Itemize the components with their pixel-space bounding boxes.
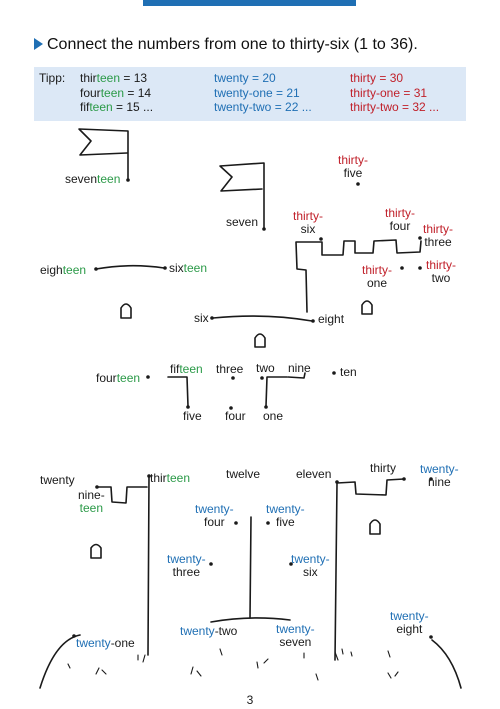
label-two: two: [256, 361, 275, 375]
lower-castle-center-post: [249, 516, 252, 619]
label-twenty-seven: twenty-seven: [276, 622, 315, 649]
tip-line: thirty-one = 31: [350, 85, 428, 100]
line-fifteen-five: [167, 376, 189, 407]
label-ten: ten: [340, 365, 357, 379]
label-twenty-nine: twenty-nine: [420, 462, 459, 489]
tip-line: fourteen = 14: [80, 85, 152, 100]
label-seventeen: seventeen: [65, 172, 121, 186]
lower-castle-base-line: [210, 617, 291, 623]
tip-label: Tipp:: [39, 71, 66, 85]
label-twelve: twelve: [226, 467, 261, 481]
label-eight: eight: [318, 312, 345, 326]
flag-left-outline: [78, 128, 129, 179]
play-triangle-icon: [34, 38, 43, 50]
tip-line: thirty = 30: [350, 71, 404, 85]
label-sixteen: sixteen: [169, 261, 208, 275]
lower-castle-left-tower: [96, 475, 150, 656]
tip-line: twenty = 20: [214, 71, 276, 85]
label-twenty-three: twenty-three: [167, 552, 206, 579]
label-thirty: thirty: [370, 461, 397, 475]
label-one: one: [263, 409, 284, 423]
hill-right: [431, 639, 462, 689]
line-nine-ten: [287, 372, 306, 379]
upper-castle-outline: [295, 239, 422, 313]
label-nineteen: nine-teen: [78, 488, 105, 515]
header-bar: [143, 0, 356, 6]
tip-line: thirty-two = 32 ...: [350, 100, 440, 114]
label-twenty-one: twenty-one: [76, 636, 135, 650]
label-eleven: eleven: [296, 467, 332, 481]
line-six-eight: [212, 315, 313, 322]
tip-column-thirties: thirty = 30 thirty-one = 31 thirty-two =…: [350, 71, 439, 115]
label-twenty-five: twenty-five: [266, 502, 305, 529]
label-thirty-one: thirty-one: [362, 263, 392, 290]
grass-tufts: [67, 648, 399, 681]
tip-line: twenty-one = 21: [214, 85, 300, 100]
label-twenty-eight: twenty-eight: [390, 609, 429, 636]
window-4: [90, 543, 102, 559]
instruction-text: Connect the numbers from one to thirty-s…: [47, 36, 418, 53]
label-twenty-six: twenty-six: [291, 552, 330, 579]
label-thirty-six: thirty-six: [293, 209, 323, 236]
window-2: [254, 333, 266, 348]
dots: [72, 178, 433, 639]
tip-column-twenties: twenty = 20 twenty-one = 21 twenty-two =…: [214, 71, 312, 115]
label-thirteen: thirteen: [150, 471, 191, 485]
label-three: three: [216, 362, 244, 376]
tip-box: Tipp: thirteen = 13 fourteen = 14 fiftee…: [34, 67, 466, 121]
tip-line: thirteen = 13: [80, 71, 148, 85]
label-thirty-four: thirty-four: [385, 206, 415, 233]
page-number: 3: [246, 693, 254, 707]
label-twenty-two: twenty-two: [180, 624, 238, 638]
tip-line: twenty-two = 22 ...: [214, 100, 312, 114]
line-one-nine: [265, 376, 288, 407]
label-twenty-four: twenty-four: [195, 502, 234, 529]
window-3: [361, 300, 373, 315]
line-eighteen-sixteen: [95, 264, 165, 270]
tip-line: fifteen = 15 ...: [80, 100, 154, 114]
flag-middle-outline: [219, 162, 265, 229]
label-thirty-five: thirty-five: [338, 153, 368, 180]
label-eighteen: eighteen: [40, 263, 87, 277]
label-four: four: [225, 409, 246, 423]
hill-left: [39, 634, 81, 689]
label-fourteen: fourteen: [96, 371, 141, 385]
label-twenty: twenty: [40, 473, 75, 487]
label-five: five: [183, 409, 202, 423]
label-nine: nine: [288, 361, 311, 375]
tip-column-teens: thirteen = 13 fourteen = 14 fifteen = 15…: [80, 71, 153, 115]
label-thirty-three: thirty-three: [423, 222, 453, 249]
window-5: [369, 519, 381, 535]
instruction: Connect the numbers from one to thirty-s…: [34, 36, 418, 54]
window-1: [120, 303, 132, 319]
label-thirty-two: thirty-two: [426, 258, 456, 285]
label-six: six: [194, 311, 209, 325]
label-seven: seven: [226, 215, 259, 229]
label-fifteen: fifteen: [170, 362, 203, 376]
